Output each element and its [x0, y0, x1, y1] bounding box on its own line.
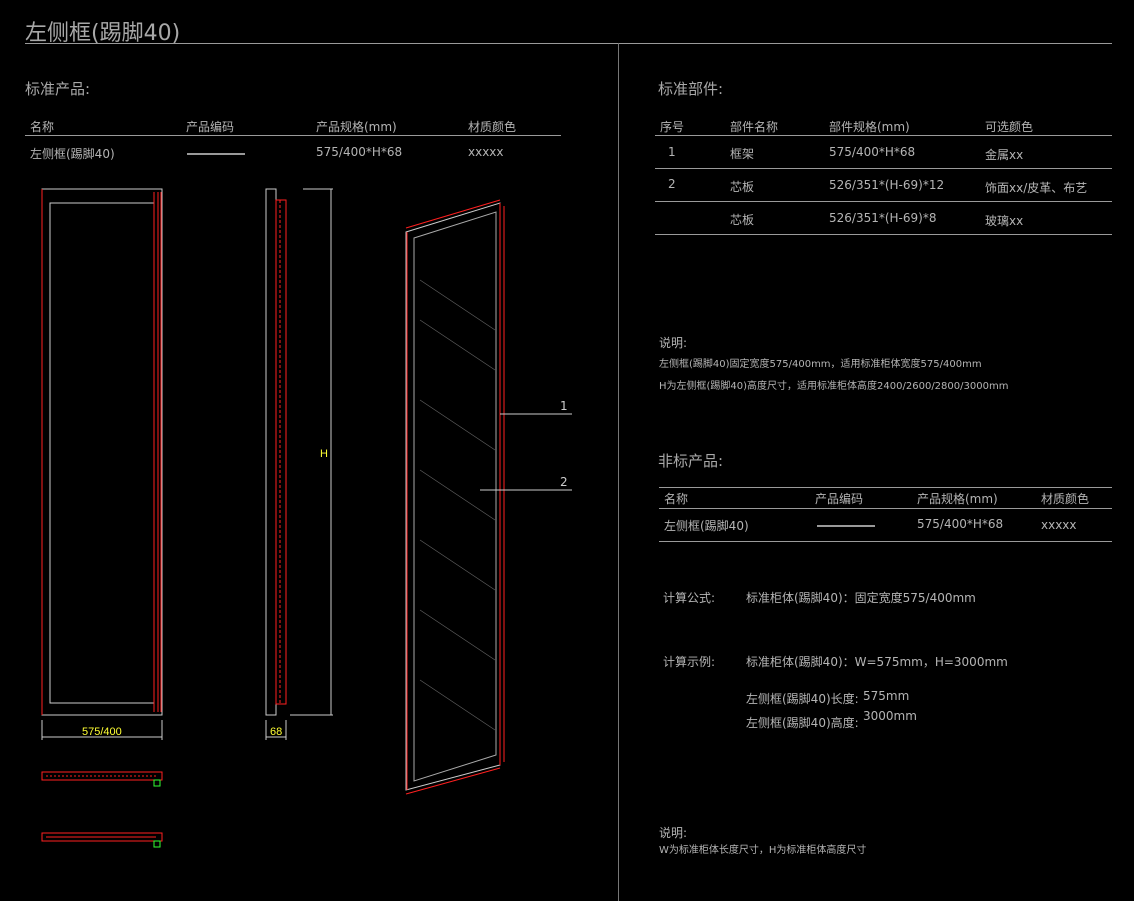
part-no: 1: [668, 145, 676, 159]
note-line: 左侧框(踢脚40)固定宽度575/400mm，适用标准柜体宽度575/400mm: [659, 359, 982, 370]
col-header: 部件名称: [730, 120, 779, 134]
height-value: 3000mm: [863, 709, 917, 723]
part-name: 芯板: [730, 213, 755, 227]
col-header: 序号: [660, 120, 685, 134]
product-name: 左侧框(踢脚40): [664, 519, 749, 533]
product-code-blank: [817, 525, 875, 527]
note-line: H为左侧框(踢脚40)高度尺寸，适用标准柜体高度2400/2600/2800/3…: [659, 381, 1009, 392]
notes2-heading: 说明:: [659, 826, 688, 840]
height-dim-label: H: [320, 448, 328, 460]
example-text: 标准柜体(踢脚40)：W=575mm，H=3000mm: [746, 655, 1008, 669]
nonstandard-heading: 非标产品:: [658, 452, 724, 470]
product-code-blank: [187, 153, 245, 155]
length-label: 左侧框(踢脚40)长度:: [746, 692, 859, 706]
depth-dim-label: 68: [270, 726, 282, 738]
iso-view: [405, 199, 505, 795]
height-label: 左侧框(踢脚40)高度:: [746, 716, 859, 730]
part-color: 金属xx: [985, 148, 1024, 162]
width-dimension: [41, 720, 163, 740]
cad-drawing: 575/400 H 68 1 2: [41, 188, 572, 848]
col-header: 材质颜色: [1041, 492, 1090, 506]
notes2-line: W为标准柜体长度尺寸，H为标准柜体高度尺寸: [659, 845, 867, 856]
title-divider: [25, 43, 1112, 44]
height-dimension: [265, 188, 333, 740]
part-name: 框架: [730, 147, 755, 161]
col-header: 产品编码: [186, 120, 235, 134]
header-rule: [25, 135, 561, 136]
standard-parts-heading: 标准部件:: [658, 80, 724, 98]
col-header: 材质颜色: [468, 120, 517, 134]
front-view: [41, 188, 163, 716]
formula-text: 标准柜体(踢脚40)：固定宽度575/400mm: [746, 591, 976, 605]
product-color: xxxxx: [468, 145, 504, 159]
length-value: 575mm: [863, 689, 910, 703]
notes-heading: 说明:: [659, 336, 688, 350]
col-header: 名称: [30, 120, 55, 134]
product-name: 左侧框(踢脚40): [30, 147, 115, 161]
part-name: 芯板: [730, 180, 755, 194]
col-header: 产品规格(mm): [316, 120, 397, 134]
col-header: 产品编码: [815, 492, 864, 506]
col-header: 产品规格(mm): [917, 492, 998, 506]
formula-label: 计算公式:: [663, 591, 716, 605]
example-label: 计算示例:: [663, 655, 716, 669]
standard-product-heading: 标准产品:: [25, 80, 91, 98]
page-title: 左侧框(踢脚40): [25, 21, 181, 46]
col-header: 可选颜色: [985, 120, 1034, 134]
top-section-views: [41, 771, 163, 848]
vertical-divider: [618, 43, 619, 901]
col-header: 名称: [664, 492, 689, 506]
callout-lines: [480, 413, 572, 491]
col-header: 部件规格(mm): [829, 120, 910, 134]
part-no: 2: [668, 177, 676, 191]
part-spec: 526/351*(H-69)*12: [829, 178, 945, 192]
callout-1: 1: [560, 399, 568, 413]
product-color: xxxxx: [1041, 518, 1077, 532]
part-color: 玻璃xx: [985, 214, 1024, 228]
product-spec: 575/400*H*68: [917, 517, 1004, 531]
part-spec: 526/351*(H-69)*8: [829, 211, 937, 225]
part-color: 饰面xx/皮革、布艺: [985, 181, 1088, 195]
callout-2: 2: [560, 475, 568, 489]
side-view: [265, 188, 287, 716]
part-spec: 575/400*H*68: [829, 145, 916, 159]
product-spec: 575/400*H*68: [316, 145, 403, 159]
width-dim-label: 575/400: [82, 726, 122, 738]
